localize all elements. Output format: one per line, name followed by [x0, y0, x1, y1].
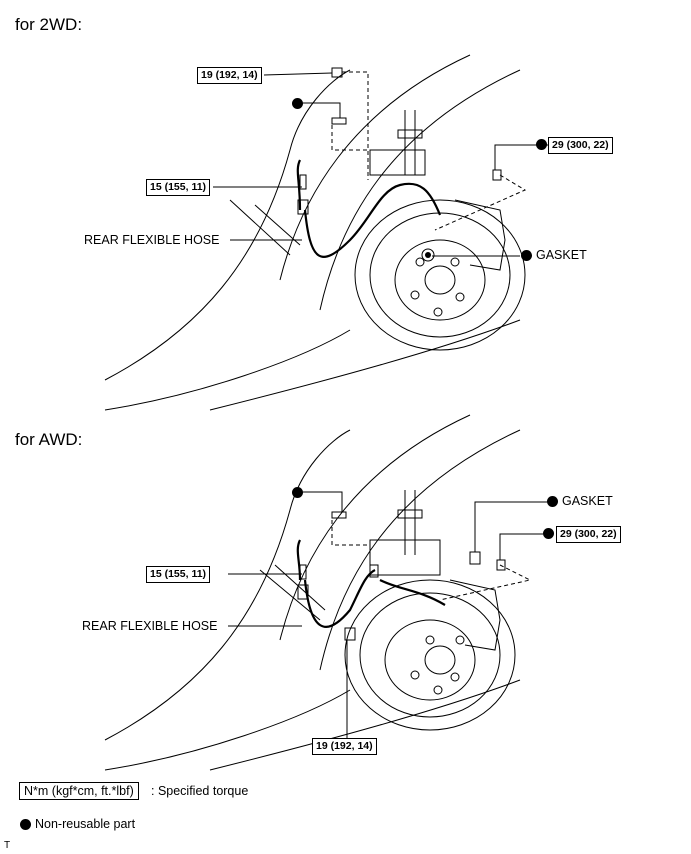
section-title-2wd: for 2WD:: [15, 15, 83, 34]
rear-flexible-hose-label-awd: REAR FLEXIBLE HOSE: [82, 619, 218, 633]
gasket-label-awd: GASKET: [562, 494, 613, 508]
nonreusable-marker-2wd-clip: [292, 98, 303, 109]
section-title-awd: for AWD:: [15, 430, 83, 449]
corner-mark: T: [4, 840, 11, 851]
legend-nonreusable-desc: Non-reusable part: [35, 817, 136, 831]
nonreusable-marker-awd-bolt: [543, 528, 554, 539]
rear-flexible-hose-label-2wd: REAR FLEXIBLE HOSE: [84, 233, 220, 247]
gasket-label-2wd: GASKET: [536, 248, 587, 262]
brake-disc-awd: [344, 579, 516, 731]
legend-torque-unit: N*m (kgf*cm, ft.*lbf): [19, 782, 139, 800]
torque-label-2wd-caliper-bolt: 29 (300, 22): [548, 137, 613, 154]
nonreusable-marker-2wd-bolt: [536, 139, 547, 150]
rear-flexible-hose-awd: [303, 569, 376, 628]
nonreusable-marker-awd-clip: [292, 487, 303, 498]
torque-label-awd-caliper-bolt: 29 (300, 22): [556, 526, 621, 543]
rear-flexible-hose-2wd: [303, 182, 442, 258]
nonreusable-marker-awd-gasket: [547, 496, 558, 507]
torque-label-2wd-hose-union: 15 (155, 11): [146, 179, 211, 196]
torque-label-awd-hose-union: 15 (155, 11): [146, 566, 211, 583]
body-panel-outline-awd: [104, 429, 351, 741]
body-panel-outline-2wd: [104, 69, 351, 381]
torque-label-awd-bracket-bolt: 19 (192, 14): [312, 738, 377, 755]
brake-disc-2wd: [354, 199, 526, 351]
nonreusable-marker-2wd-gasket: [521, 250, 532, 261]
legend-torque-desc: : Specified torque: [151, 784, 249, 798]
legend-nonreusable-dot: [20, 819, 31, 830]
torque-label-2wd-top-bolt: 19 (192, 14): [197, 67, 262, 84]
